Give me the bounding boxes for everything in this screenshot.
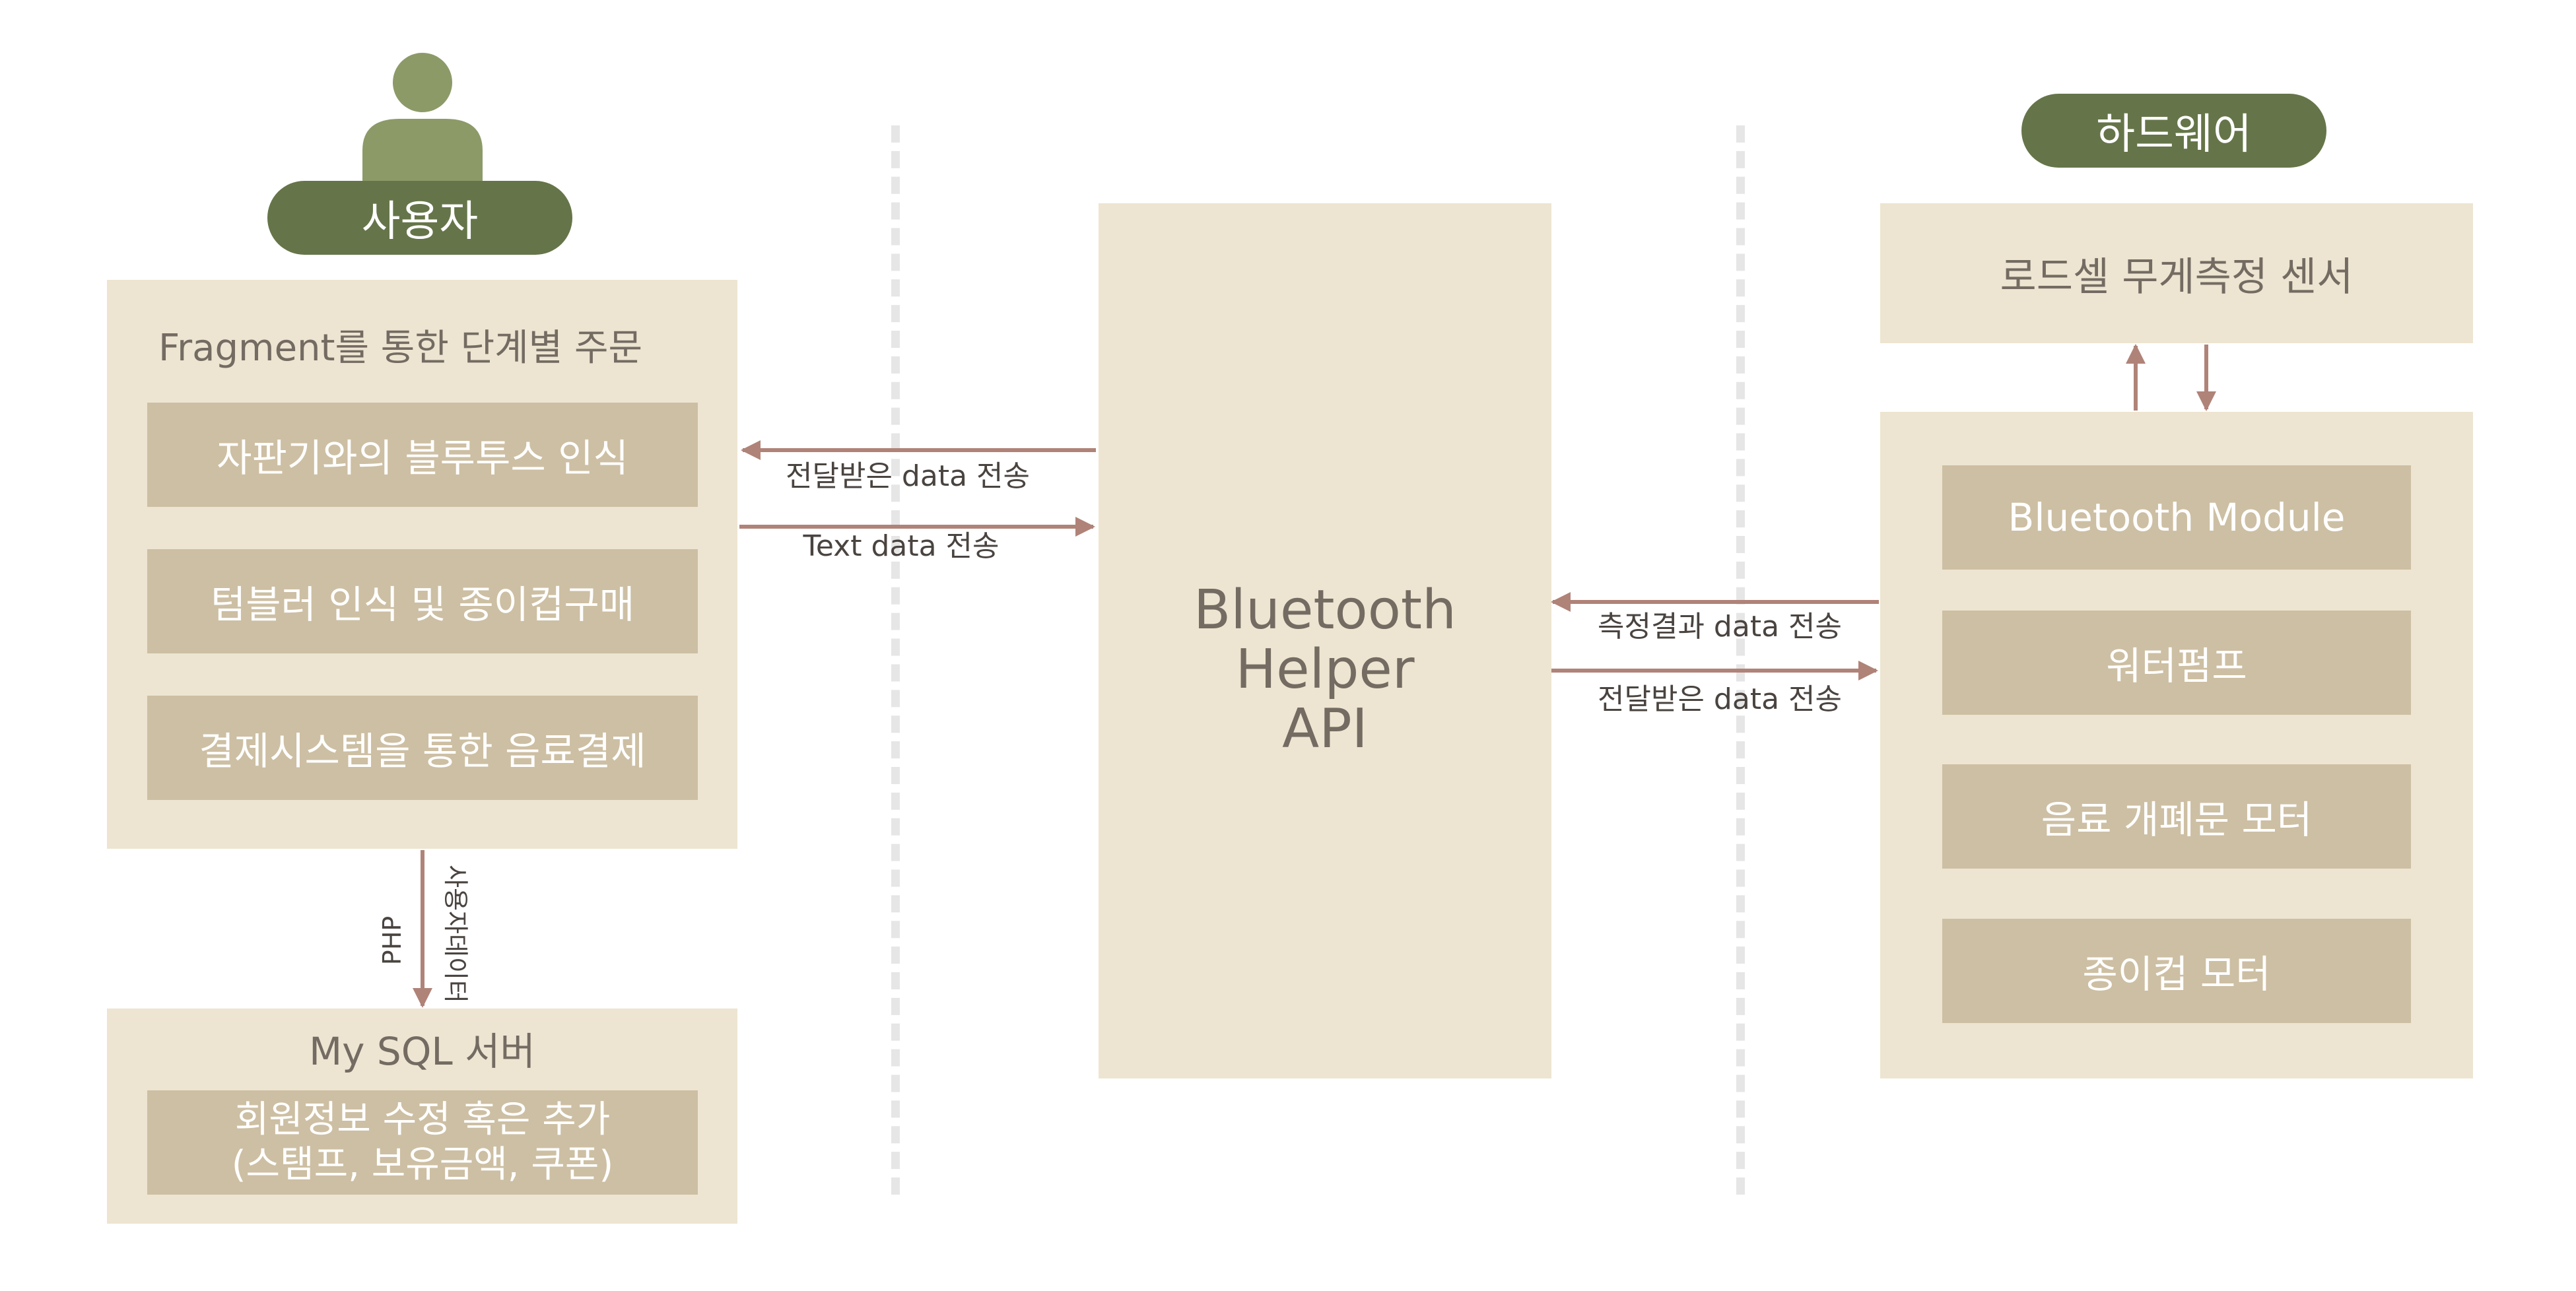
- hardware-label-pill: 하드웨어: [2021, 94, 2326, 168]
- label-user-data: 사용자데이터: [441, 865, 470, 1003]
- api-title-line2: API: [1282, 698, 1368, 760]
- mysql-content-line2: (스탬프, 보유금액, 쿠폰): [231, 1143, 614, 1186]
- label-php: PHP: [378, 915, 407, 966]
- mysql-title: My SQL 서버: [309, 1029, 535, 1074]
- step-label: 결제시스템을 통한 음료결제: [199, 729, 646, 774]
- drink-door-motor: 음료 개폐문 모터: [1942, 764, 2411, 869]
- step-bluetooth-recognition: 자판기와의 블루투스 인식: [147, 403, 698, 507]
- hardware-label: 하드웨어: [2096, 110, 2252, 159]
- loadcell-sensor-label: 로드셀 무게측정 센서: [2000, 253, 2354, 300]
- module-label: Bluetooth Module: [2008, 495, 2346, 540]
- label-api-to-hardware: 전달받은 data 전송: [1598, 682, 1842, 716]
- paper-cup-motor: 종이컵 모터: [1942, 919, 2411, 1023]
- label-api-to-user: 전달받은 data 전송: [786, 459, 1030, 493]
- label-hardware-to-api: 측정결과 data 전송: [1598, 610, 1842, 644]
- user-label: 사용자: [361, 197, 479, 246]
- bluetooth-helper-api-panel: [1099, 203, 1551, 1078]
- module-label: 종이컵 모터: [2082, 952, 2271, 997]
- bluetooth-module: Bluetooth Module: [1942, 465, 2411, 570]
- module-label: 음료 개폐문 모터: [2041, 797, 2313, 842]
- step-label: 자판기와의 블루투스 인식: [217, 436, 628, 480]
- step-label: 텀블러 인식 및 종이컵구매: [210, 582, 635, 627]
- bluetooth-helper-api-title: Bluetooth Helper API: [1099, 581, 1551, 759]
- user-avatar-icon: [360, 51, 485, 183]
- label-user-to-api: Text data 전송: [803, 529, 1000, 563]
- loadcell-sensor-panel: 로드셀 무게측정 센서: [1880, 203, 2473, 343]
- user-label-pill: 사용자: [267, 181, 572, 255]
- step-tumbler-recognition: 텀블러 인식 및 종이컵구매: [147, 549, 698, 653]
- step-payment: 결제시스템을 통한 음료결제: [147, 696, 698, 800]
- module-label: 워터펌프: [2106, 644, 2247, 688]
- mysql-content-line1: 회원정보 수정 혹은 추가: [234, 1098, 611, 1141]
- mysql-content: 회원정보 수정 혹은 추가 (스탬프, 보유금액, 쿠폰): [147, 1090, 698, 1195]
- divider-right: [1736, 125, 1745, 1195]
- api-title-line1: Bluetooth Helper: [1193, 579, 1457, 701]
- water-pump: 워터펌프: [1942, 611, 2411, 715]
- divider-left: [891, 125, 900, 1195]
- user-panel-title: Fragment를 통한 단계별 주문: [158, 327, 643, 370]
